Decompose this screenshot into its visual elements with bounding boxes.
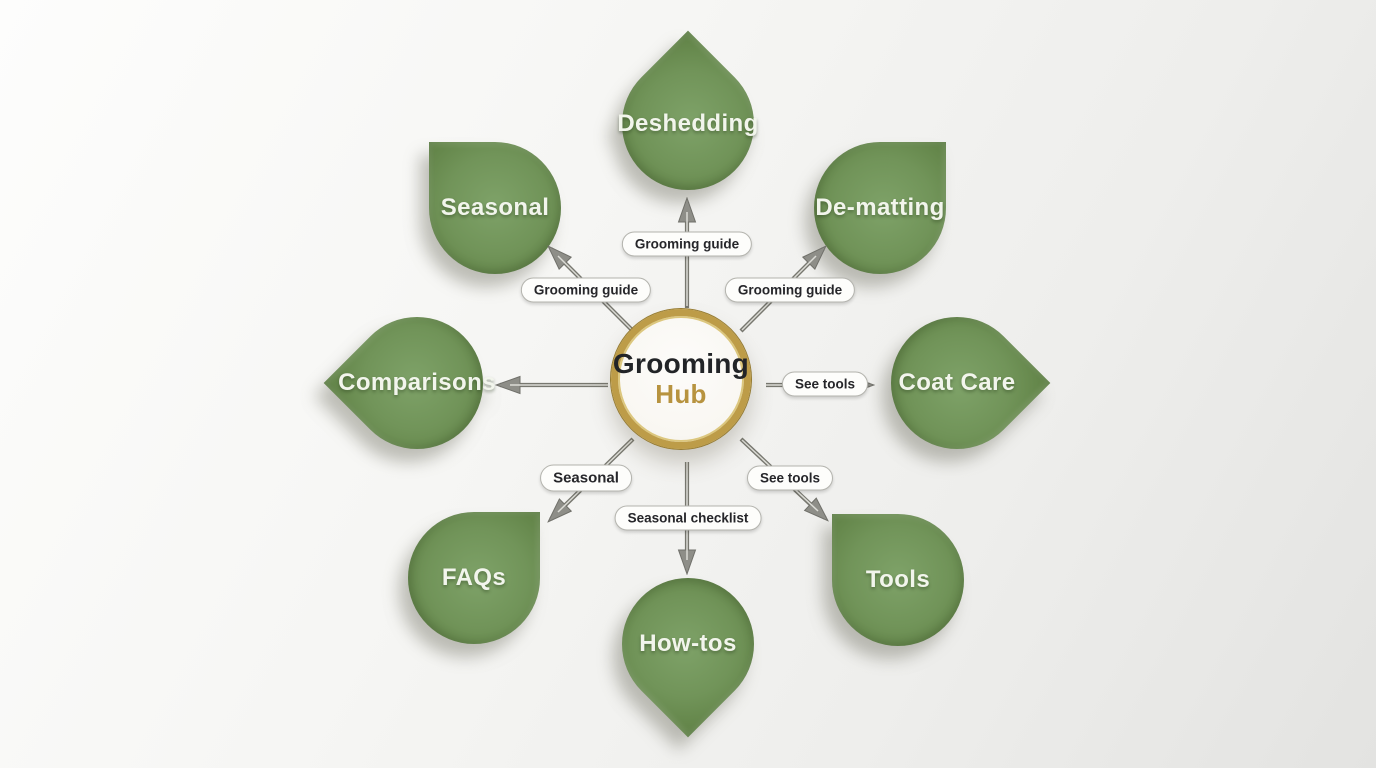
edge-label-grooming-guide-top-left: Grooming guide: [520, 277, 652, 303]
node-label: Seasonal: [440, 194, 550, 221]
node-label: Deshedding: [617, 110, 759, 137]
node-label: FAQs: [441, 564, 507, 591]
node-how-tos: How-tos: [594, 550, 782, 738]
edge-label-see-tools-bottom-right: See tools: [746, 465, 834, 491]
node-label: Comparisons: [338, 369, 496, 396]
leaf-shape-deshedding[interactable]: Deshedding: [594, 30, 782, 218]
node-deshedding: Deshedding: [594, 30, 782, 218]
node-label: Tools: [865, 566, 931, 593]
node-seasonal: Seasonal: [429, 142, 561, 274]
leaf-shape-de-matting[interactable]: De-matting: [814, 142, 946, 274]
edge-label-grooming-guide-top: Grooming guide: [621, 231, 753, 257]
node-tools: Tools: [832, 514, 964, 646]
node-faqs: FAQs: [408, 512, 540, 644]
edge-label-see-tools-right: See tools: [781, 371, 869, 397]
node-comparisons: Comparisons: [323, 289, 511, 477]
leaf-shape-comparisons[interactable]: Comparisons: [323, 289, 511, 477]
edge-label-grooming-guide-top-right: Grooming guide: [724, 277, 856, 303]
hub-title-line2: Hub: [655, 379, 707, 410]
hub-circle: Grooming Hub: [611, 309, 751, 449]
leaf-shape-how-tos[interactable]: How-tos: [594, 550, 782, 738]
leaf-shape-coat-care[interactable]: Coat Care: [863, 289, 1051, 477]
node-label: De-matting: [815, 194, 945, 221]
edge-label-seasonal: Seasonal: [540, 464, 632, 492]
leaf-shape-tools[interactable]: Tools: [832, 514, 964, 646]
leaf-shape-faqs[interactable]: FAQs: [408, 512, 540, 644]
hub-title-line1: Grooming: [612, 348, 750, 380]
node-label: How-tos: [639, 630, 737, 657]
leaf-shape-seasonal[interactable]: Seasonal: [429, 142, 561, 274]
node-coat-care: Coat Care: [863, 289, 1051, 477]
edge-label-seasonal-checklist: Seasonal checklist: [614, 505, 762, 531]
node-de-matting: De-matting: [814, 142, 946, 274]
node-label: Coat Care: [898, 369, 1016, 396]
